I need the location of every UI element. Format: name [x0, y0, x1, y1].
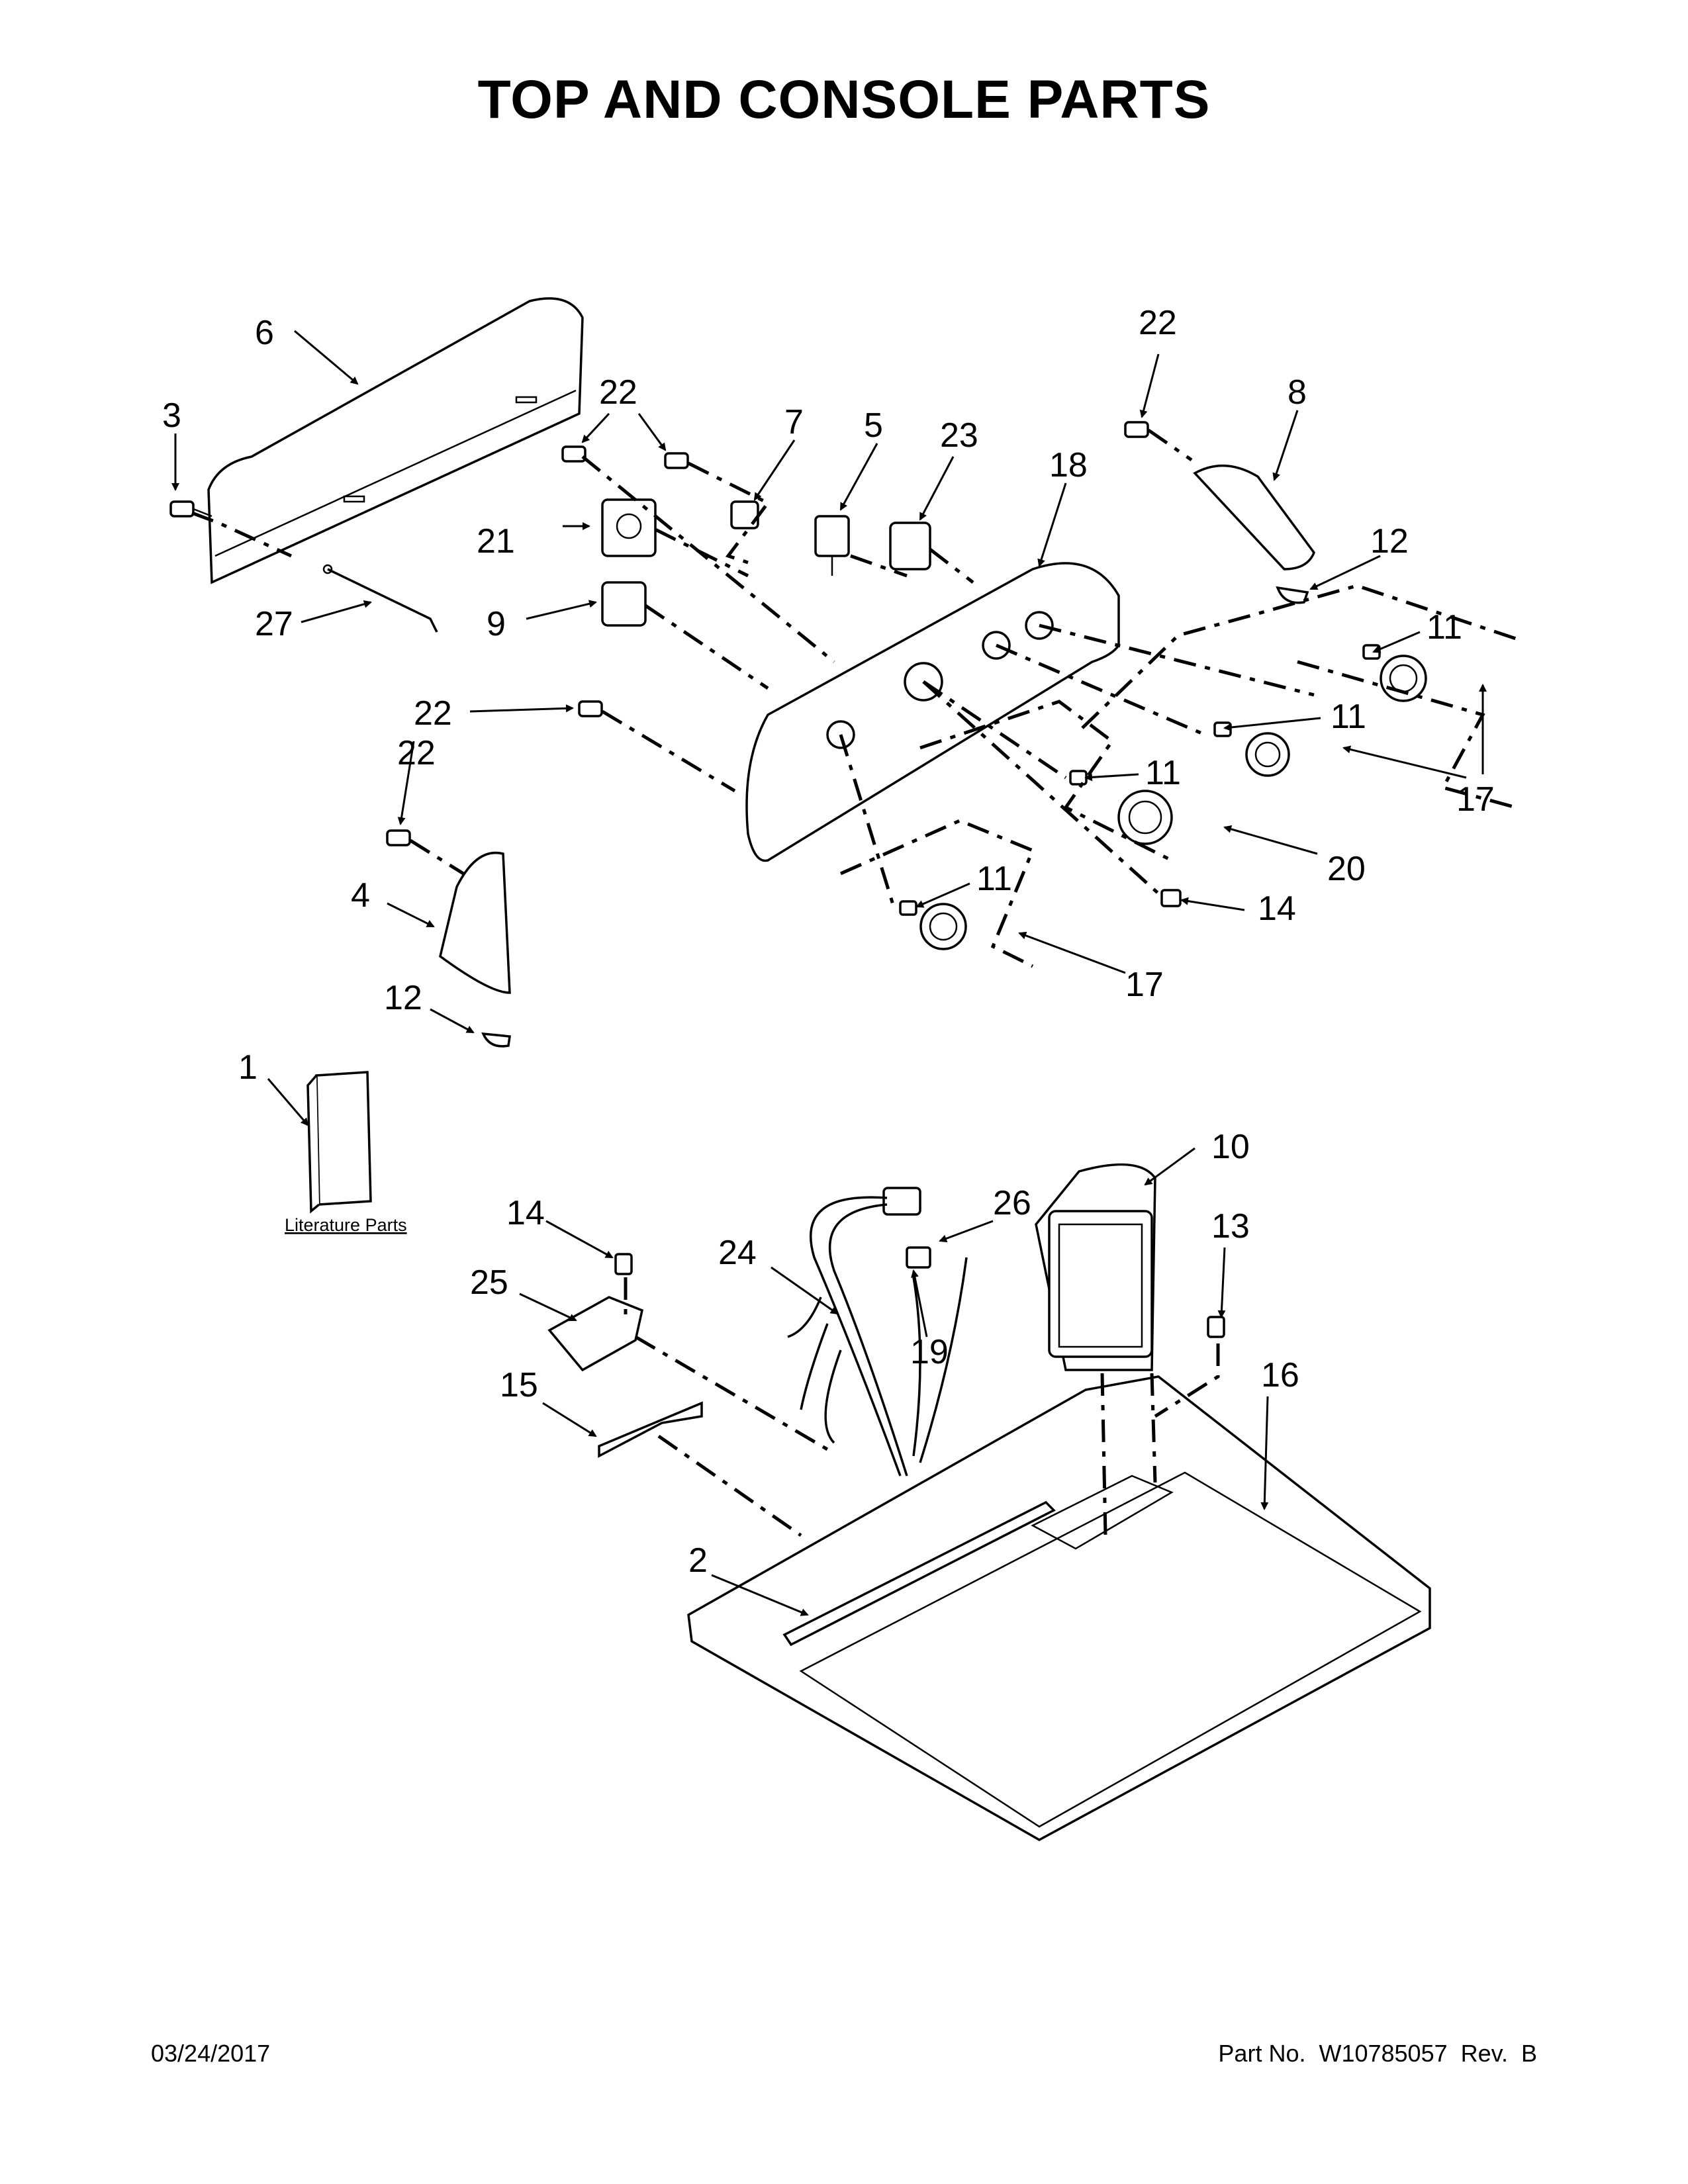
- footer-date: 03/24/2017: [151, 2040, 271, 2067]
- callout-23: 23: [940, 416, 978, 455]
- callout-22-b: 22: [1139, 304, 1177, 342]
- screw-13: [1207, 1316, 1225, 1338]
- callout-1: 1: [238, 1048, 258, 1087]
- callout-19: 19: [910, 1333, 949, 1371]
- callout-27: 27: [255, 605, 293, 643]
- callout-15: 15: [500, 1366, 538, 1404]
- callout-24: 24: [718, 1234, 757, 1272]
- callout-labels: 6 3 22 7 5 23 18 22 8 12 11 11 11 11 14 …: [162, 304, 1495, 1580]
- knob-mid-right: [1245, 732, 1290, 777]
- callout-4: 4: [351, 876, 370, 915]
- callout-arrows: [171, 330, 1487, 1616]
- callout-17-b: 17: [1125, 966, 1164, 1004]
- lint-screen: [1035, 1163, 1156, 1371]
- callout-13: 13: [1211, 1207, 1250, 1246]
- callout-12-b: 12: [384, 979, 422, 1017]
- callout-7: 7: [784, 403, 804, 441]
- strip-2: [782, 1500, 1056, 1647]
- rear-console-panel: [207, 297, 584, 584]
- callout-11-c: 11: [1145, 754, 1181, 792]
- literature-book: [306, 1071, 372, 1214]
- switch-5: [814, 515, 850, 576]
- callout-2: 2: [688, 1541, 708, 1580]
- callout-26: 26: [993, 1184, 1031, 1222]
- callout-21: 21: [477, 522, 515, 561]
- insert-11-a: [1362, 644, 1381, 660]
- callout-14-a: 14: [1258, 889, 1296, 928]
- connector-26: [882, 1187, 931, 1269]
- callout-3: 3: [162, 396, 181, 435]
- clip-12-left: [481, 1032, 511, 1048]
- knob-center: [1117, 790, 1173, 845]
- screw-22a: [561, 445, 586, 463]
- callout-22-a: 22: [599, 373, 637, 412]
- bracket-25: [547, 1296, 644, 1372]
- top-panel: [687, 1375, 1431, 1842]
- callout-22-c: 22: [414, 694, 452, 733]
- callout-18: 18: [1049, 446, 1088, 484]
- callout-10: 10: [1211, 1128, 1250, 1166]
- insert-11-d: [899, 900, 917, 916]
- footer-part-number: Part No. W10785057 Rev. B: [1218, 2040, 1537, 2067]
- end-cap-right: [1193, 464, 1315, 570]
- wire-harness-small: [322, 564, 438, 633]
- callout-9: 9: [487, 605, 506, 643]
- callout-14-b: 14: [506, 1194, 545, 1232]
- callout-16: 16: [1261, 1356, 1299, 1394]
- console-18: [745, 562, 1120, 862]
- callout-6: 6: [255, 314, 274, 352]
- callout-11-d: 11: [976, 860, 1012, 898]
- callout-11-b: 11: [1331, 698, 1366, 736]
- literature-label: Literature Parts: [285, 1215, 407, 1235]
- timer: [601, 498, 657, 557]
- callout-20: 20: [1327, 850, 1366, 888]
- insert-11-b: [1213, 721, 1232, 737]
- screw-3: [169, 500, 212, 518]
- callout-17-a: 17: [1456, 780, 1495, 819]
- screw-14-upper: [1160, 889, 1182, 907]
- assembly-lines: [191, 428, 1517, 1537]
- screw-22e: [386, 829, 411, 846]
- page-title: TOP AND CONSOLE PARTS: [477, 69, 1211, 130]
- screw-22b: [664, 452, 689, 469]
- clip-12-right: [1276, 586, 1309, 604]
- screw-22c: [1124, 421, 1149, 438]
- switch-23: [889, 522, 931, 570]
- insert-11-c: [1069, 770, 1088, 786]
- screw-14-lower: [614, 1253, 633, 1275]
- callout-5: 5: [864, 406, 883, 445]
- callout-8: 8: [1288, 373, 1307, 412]
- wire-harness-24: [787, 1196, 968, 1477]
- knob-lower: [919, 903, 967, 950]
- end-cap-left: [439, 851, 511, 994]
- switch-9: [601, 581, 647, 627]
- screw-22d: [578, 700, 603, 717]
- callout-11-a: 11: [1427, 608, 1462, 647]
- callout-22-d: 22: [397, 734, 436, 772]
- knob-top-right: [1380, 655, 1427, 702]
- callout-12-a: 12: [1370, 522, 1409, 561]
- callout-25: 25: [470, 1263, 508, 1302]
- bracket-15: [598, 1401, 703, 1458]
